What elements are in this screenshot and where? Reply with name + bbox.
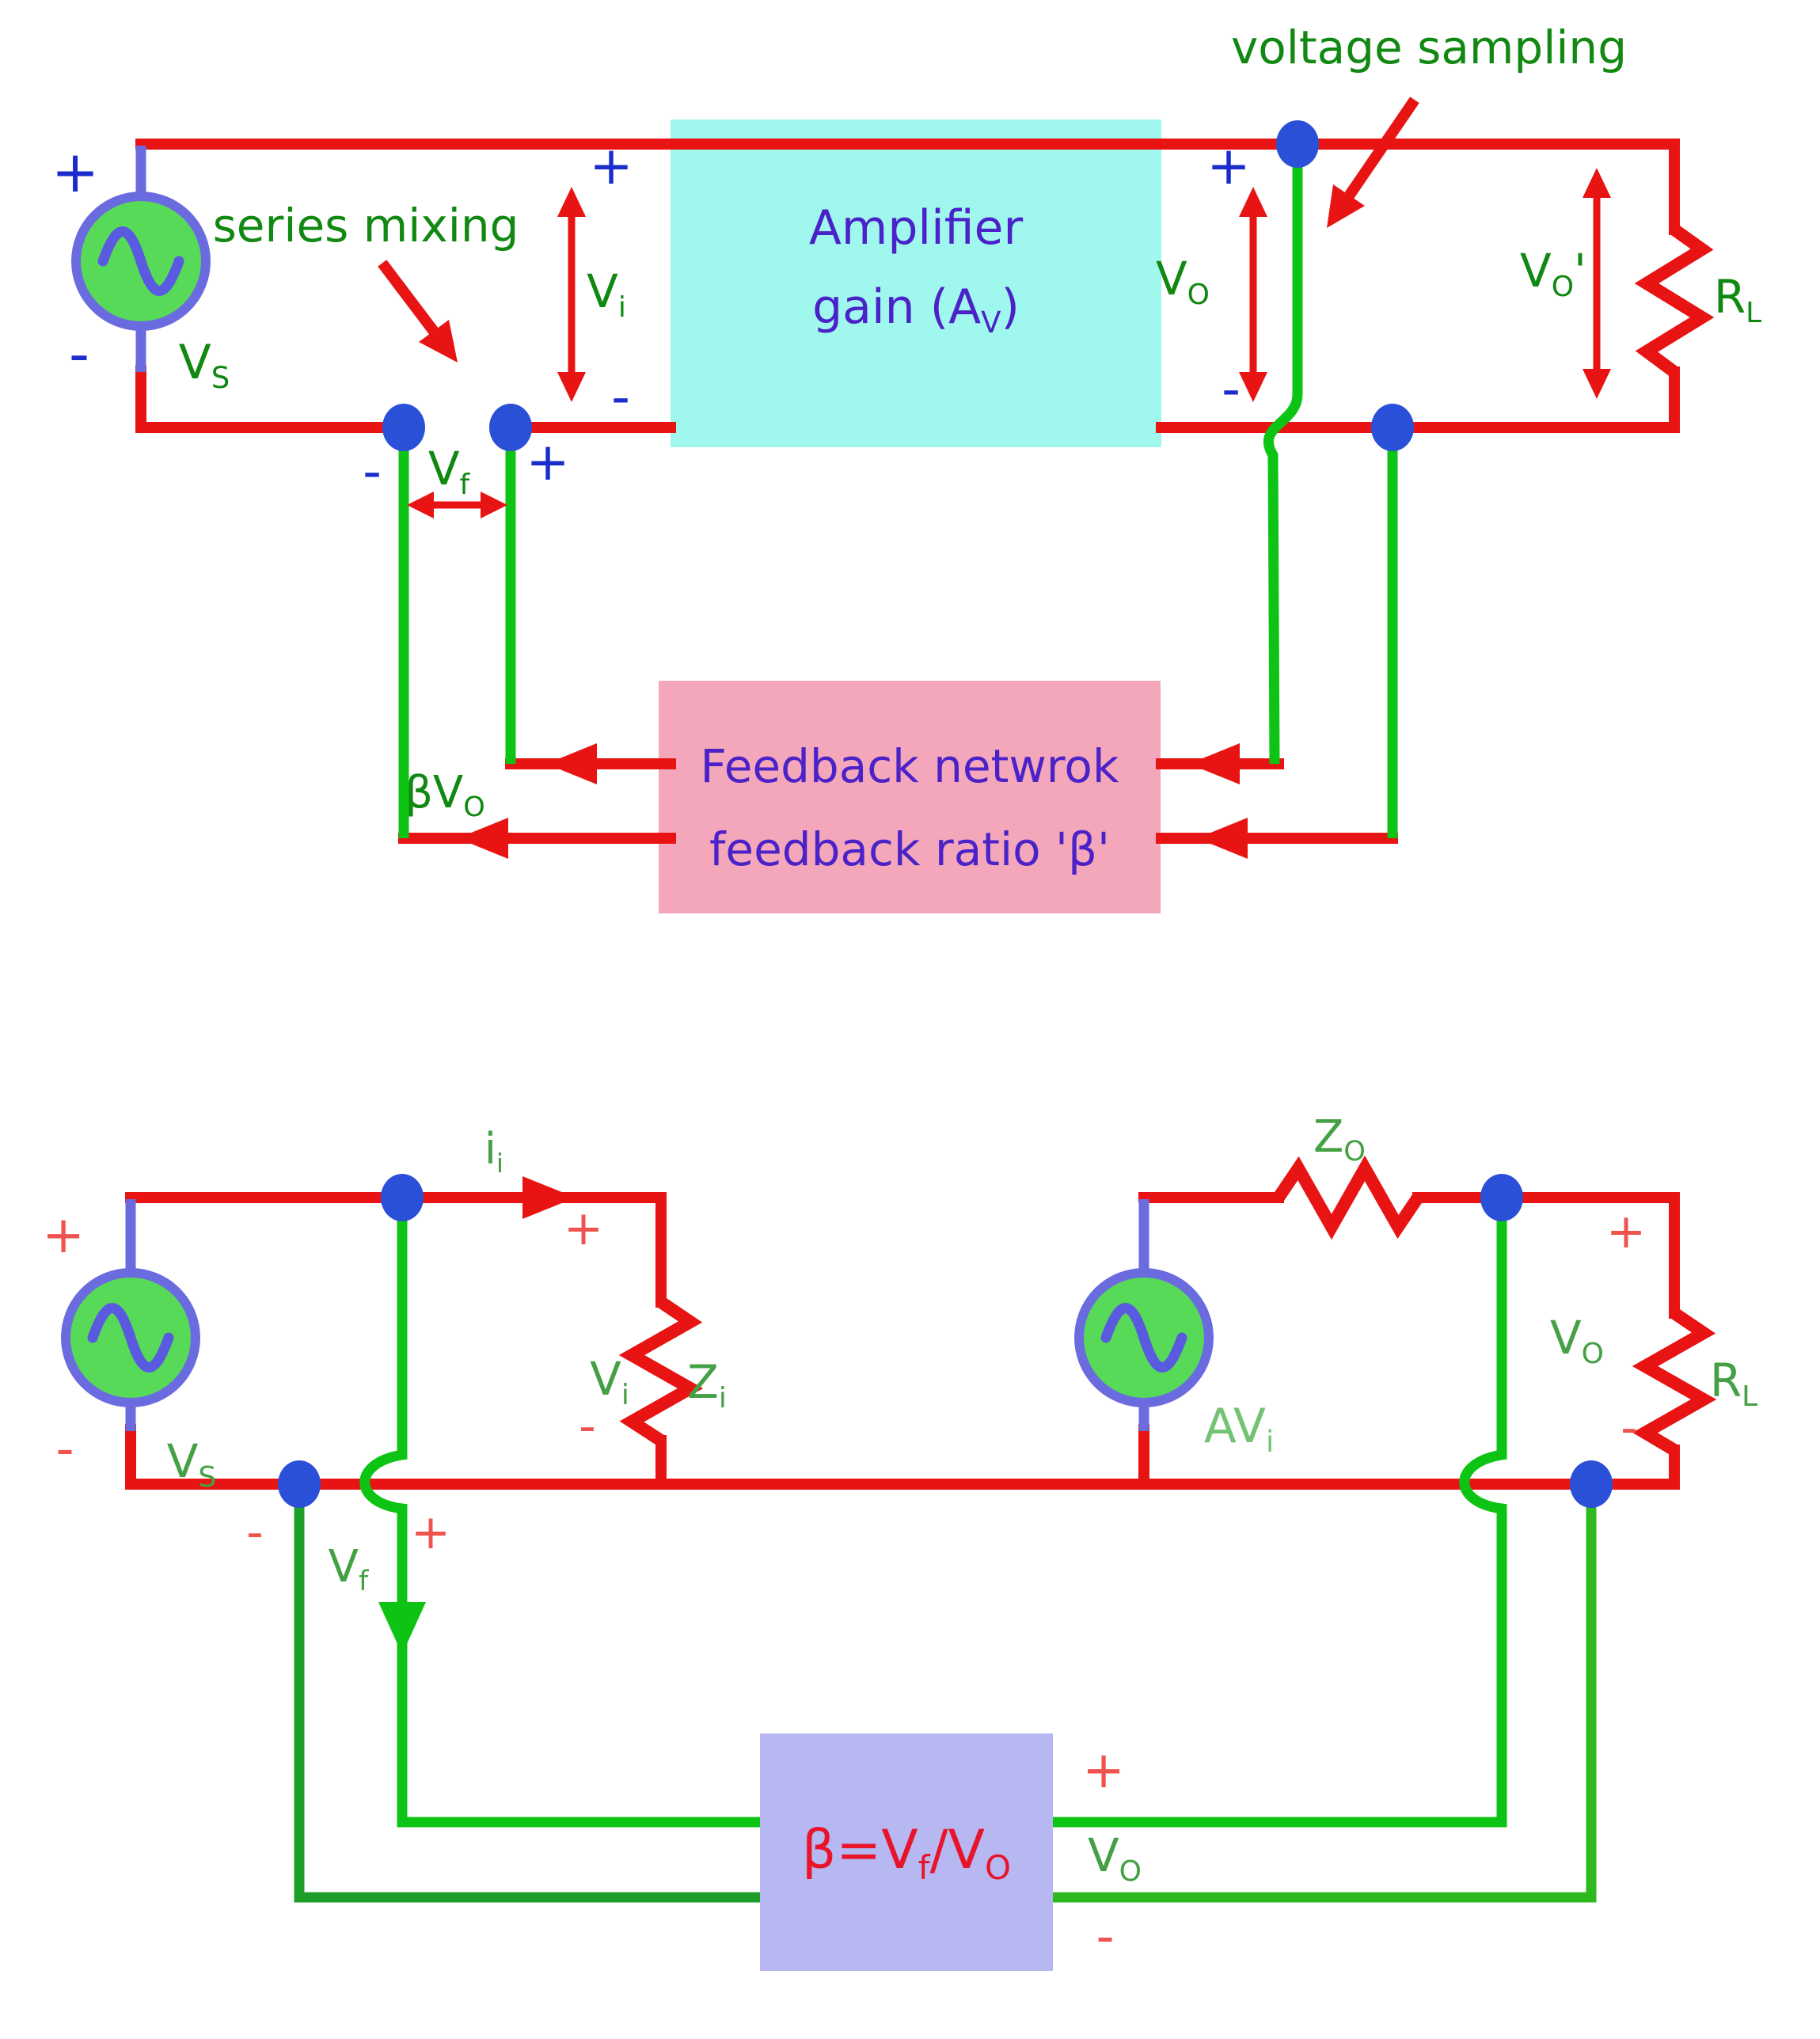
wire-bottom-rail: [125, 1424, 1680, 1490]
resistor-rl: [1634, 224, 1715, 378]
amplifier-box: [671, 120, 1161, 447]
feedback-arrow-left-upper-icon: [546, 743, 597, 784]
sine-icon: [1100, 1303, 1187, 1373]
beta-box: [760, 1733, 1053, 1971]
label-vs-minus: -: [69, 321, 89, 387]
label-fb-line1: Feedback netwrok: [701, 739, 1119, 793]
label-fb-line2: feedback ratio 'β': [709, 822, 1110, 876]
label-vo-prime: VO': [1520, 244, 1586, 303]
label-vo-minus: -: [1222, 359, 1241, 420]
vo-prime-measure-arrow: [1583, 168, 1611, 399]
feedback-network-box: [659, 681, 1161, 913]
label-beta-vo: βVO: [405, 767, 485, 823]
label-vi-minus: -: [611, 366, 630, 427]
label-zo: ZO: [1313, 1111, 1366, 1168]
junction-dot: [381, 1174, 424, 1221]
label-avi: AVi: [1204, 1399, 1275, 1459]
label-bbox-vo: VO: [1088, 1828, 1142, 1888]
label-series-mixing: series mixing: [213, 199, 519, 253]
label-amp-line2: gain (AV): [812, 279, 1020, 340]
vo-measure-arrow: [1239, 187, 1267, 402]
wire-green-vo-sense: [1263, 155, 1303, 765]
junction-dot: [1276, 120, 1319, 168]
label-vf-top-plus: +: [526, 431, 569, 492]
label-vf2-plus: +: [411, 1505, 450, 1560]
label-bbox-minus: -: [1096, 1908, 1114, 1966]
label-vi-plus: +: [589, 135, 633, 196]
feedback-arrow-right-lower-icon: [1197, 818, 1248, 859]
label-amp-line1: Amplifier: [809, 200, 1024, 256]
resistor-zo: [1273, 1155, 1423, 1240]
label-rl: RL: [1714, 270, 1761, 329]
vf-current-arrow-icon: [378, 1602, 426, 1654]
resistor-rl2: [1632, 1308, 1717, 1456]
label-vs2: VS: [167, 1434, 217, 1494]
label-vi2: Vi: [590, 1352, 629, 1411]
label-vo2-minus: -: [1621, 1400, 1638, 1456]
label-vs: VS: [179, 335, 230, 395]
voltage-source-vs2: [61, 1199, 200, 1431]
feedback-arrow-right-upper-icon: [1189, 743, 1240, 784]
label-rl2: RL: [1710, 1354, 1757, 1413]
label-vo2-plus: +: [1606, 1204, 1646, 1259]
label-beta-formula: β=Vf/VO: [802, 1819, 1011, 1887]
current-arrow-ii-icon: [522, 1176, 576, 1219]
label-vf-top-minus: -: [363, 441, 382, 502]
wire-green-vf-plus2: [359, 1208, 760, 1828]
label-vf2: Vf: [329, 1541, 369, 1597]
label-vo2: VO: [1550, 1311, 1604, 1370]
junction-dot: [1570, 1460, 1613, 1508]
label-vo: VO: [1156, 252, 1210, 311]
wire-green-vf-minus2: [294, 1494, 760, 1903]
wire-green-vo-minus2: [1053, 1494, 1597, 1903]
feedback-arrow-left-lower-icon: [458, 818, 508, 859]
series-mixing-arrow: [378, 260, 458, 363]
voltage-sampling-arrow: [1327, 97, 1419, 228]
junction-dot: [1371, 404, 1414, 451]
label-vi: Vi: [587, 264, 626, 324]
label-vo-plus: +: [1206, 135, 1250, 196]
label-voltage-sampling: voltage sampling: [1231, 21, 1627, 74]
label-vi2-plus: +: [564, 1201, 603, 1256]
label-vs2-plus: +: [42, 1206, 85, 1265]
label-vs2-minus: -: [55, 1420, 74, 1479]
sine-icon: [87, 1303, 174, 1373]
label-vs-plus: +: [51, 139, 99, 205]
wire-green-vo-plus2: [1053, 1208, 1507, 1828]
sine-icon: [97, 226, 184, 296]
label-zi: Zi: [687, 1355, 727, 1414]
bottom-circuit: [61, 1155, 1717, 1971]
resistor-zi: [618, 1297, 704, 1446]
label-ii: ii: [484, 1124, 503, 1179]
junction-dot: [489, 404, 532, 451]
wire-bottom-input: [135, 365, 676, 433]
voltage-source-avi: [1074, 1199, 1214, 1431]
vf-measure-arrow: [407, 492, 507, 518]
junction-dot: [382, 404, 425, 451]
label-vi2-minus: -: [579, 1399, 596, 1454]
label-vf-top: Vf: [428, 442, 471, 501]
voltage-source-vs: [71, 146, 211, 372]
label-vf2-minus: -: [246, 1505, 264, 1560]
vi-measure-arrow: [557, 187, 586, 402]
junction-dot: [278, 1460, 321, 1508]
junction-dot: [1480, 1174, 1523, 1221]
top-circuit: [71, 97, 1715, 913]
label-bbox-plus: +: [1082, 1741, 1125, 1800]
